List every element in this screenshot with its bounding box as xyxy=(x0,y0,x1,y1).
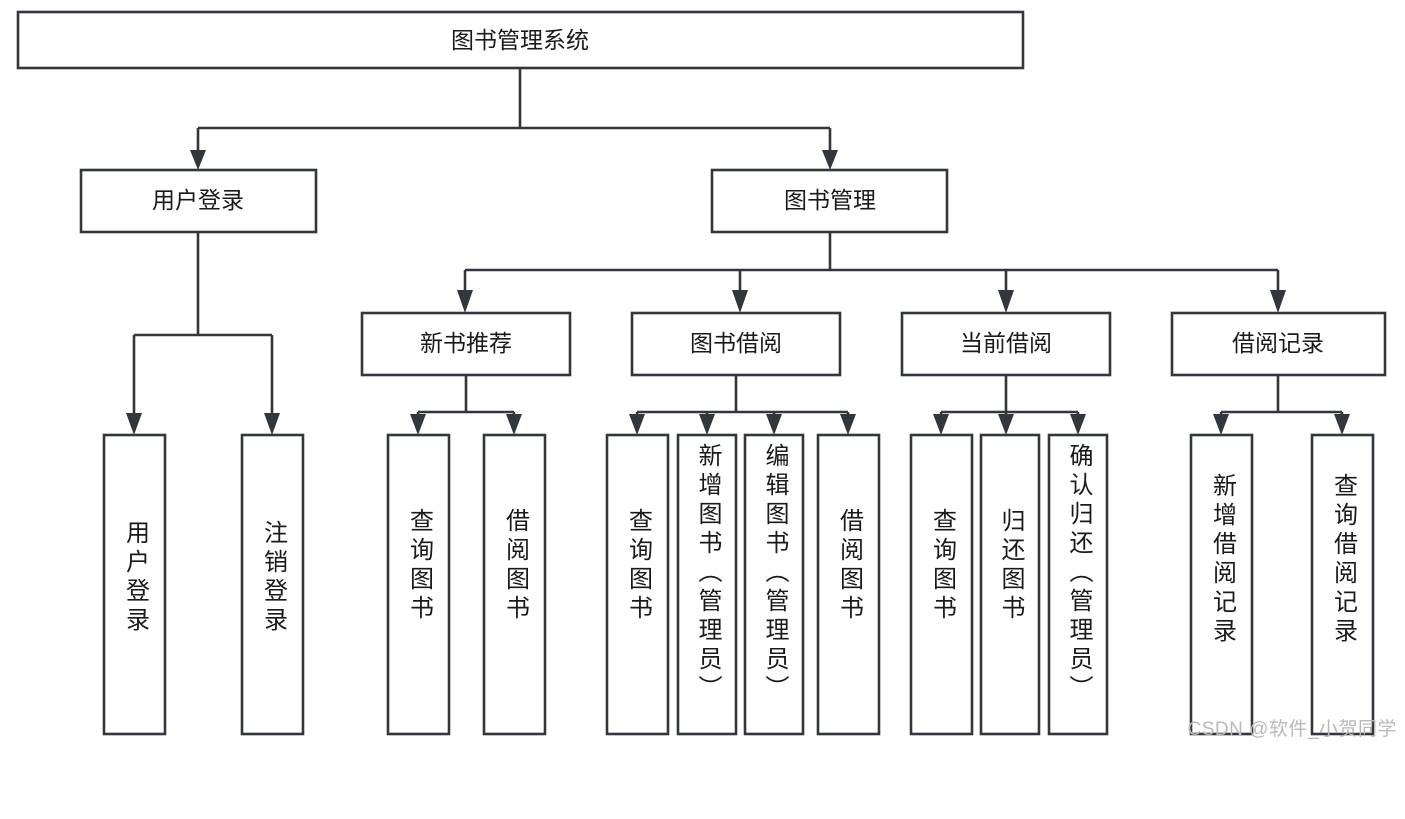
connector-new-book-recommend-to-leaves xyxy=(410,375,522,435)
connector-borrow-records-to-leaves xyxy=(1213,375,1350,435)
node-new-book-recommend-label: 新书推荐 xyxy=(420,330,512,356)
arrow-head-icon xyxy=(732,290,748,313)
leaf-box-current-borrow-1[interactable] xyxy=(909,433,974,736)
arrow-head-icon xyxy=(1070,414,1086,435)
arrow-head-icon xyxy=(264,413,280,435)
connector-root-to-level2 xyxy=(190,68,838,170)
node-current-borrow-label: 当前借阅 xyxy=(960,330,1052,356)
node-book-borrow[interactable]: 图书借阅 xyxy=(630,311,842,377)
node-book-management[interactable]: 图书管理 xyxy=(710,168,949,234)
arrow-head-icon xyxy=(1213,414,1229,435)
node-borrow-records-label: 借阅记录 xyxy=(1232,330,1324,356)
leaf-box-borrow-records-2[interactable] xyxy=(1310,433,1375,736)
leaf-box-user-login-1[interactable] xyxy=(102,433,167,736)
arrow-head-icon xyxy=(766,414,782,435)
arrow-head-icon xyxy=(933,414,949,435)
node-user-login-box[interactable] xyxy=(79,168,318,234)
arrow-head-icon xyxy=(840,414,856,435)
node-new-book-recommend[interactable]: 新书推荐 xyxy=(360,311,572,377)
flowchart-canvas: 图书管理系统 用户登录 图书管理 xyxy=(16,10,1387,736)
node-borrow-records[interactable]: 借阅记录 xyxy=(1170,311,1387,377)
leaf-box-book-borrow-2[interactable] xyxy=(676,433,738,736)
arrow-head-icon xyxy=(1270,290,1286,313)
watermark-text: CSDN @软件_小贺同学 xyxy=(1187,719,1397,740)
node-user-login-label: 用户登录 xyxy=(152,187,244,213)
leaf-box-new-book-2[interactable] xyxy=(482,433,547,736)
arrow-head-icon xyxy=(126,413,142,435)
connector-book-borrow-to-leaves xyxy=(629,375,856,435)
connector-user-login-to-leaves xyxy=(126,232,280,435)
node-user-login[interactable]: 用户登录 xyxy=(79,168,318,234)
leaf-box-new-book-1[interactable] xyxy=(386,433,451,736)
leaf-box-book-borrow-1[interactable] xyxy=(605,433,670,736)
flowchart-diagram: 图书管理系统 用户登录 图书管理 xyxy=(16,10,1397,740)
node-book-management-label: 图书管理 xyxy=(784,187,876,213)
arrow-head-icon xyxy=(457,290,473,313)
leaf-box-current-borrow-2[interactable] xyxy=(979,433,1041,736)
node-current-borrow-box[interactable] xyxy=(900,311,1112,377)
leaf-box-borrow-records-1[interactable] xyxy=(1189,433,1254,736)
node-new-book-recommend-box[interactable] xyxy=(360,311,572,377)
node-root-label: 图书管理系统 xyxy=(451,27,589,53)
arrow-head-icon xyxy=(1334,414,1350,435)
connector-book-management-to-level3 xyxy=(457,232,1286,313)
arrow-head-icon xyxy=(699,414,715,435)
leaf-box-book-borrow-3[interactable] xyxy=(743,433,805,736)
connector-current-borrow-to-leaves xyxy=(933,375,1086,435)
leaf-box-book-borrow-4[interactable] xyxy=(816,433,881,736)
arrow-head-icon xyxy=(190,150,206,170)
arrow-head-icon xyxy=(998,290,1014,313)
node-book-borrow-label: 图书借阅 xyxy=(690,330,782,356)
arrow-head-icon xyxy=(506,414,522,435)
node-root-box[interactable] xyxy=(16,10,1025,70)
arrow-head-icon xyxy=(410,414,426,435)
leaf-box-current-borrow-3[interactable] xyxy=(1047,433,1109,736)
node-current-borrow[interactable]: 当前借阅 xyxy=(900,311,1112,377)
node-root[interactable]: 图书管理系统 xyxy=(16,10,1025,70)
arrow-head-icon xyxy=(629,414,645,435)
arrow-head-icon xyxy=(822,150,838,170)
leaf-box-user-login-2[interactable] xyxy=(240,433,305,736)
arrow-head-icon xyxy=(998,414,1014,435)
